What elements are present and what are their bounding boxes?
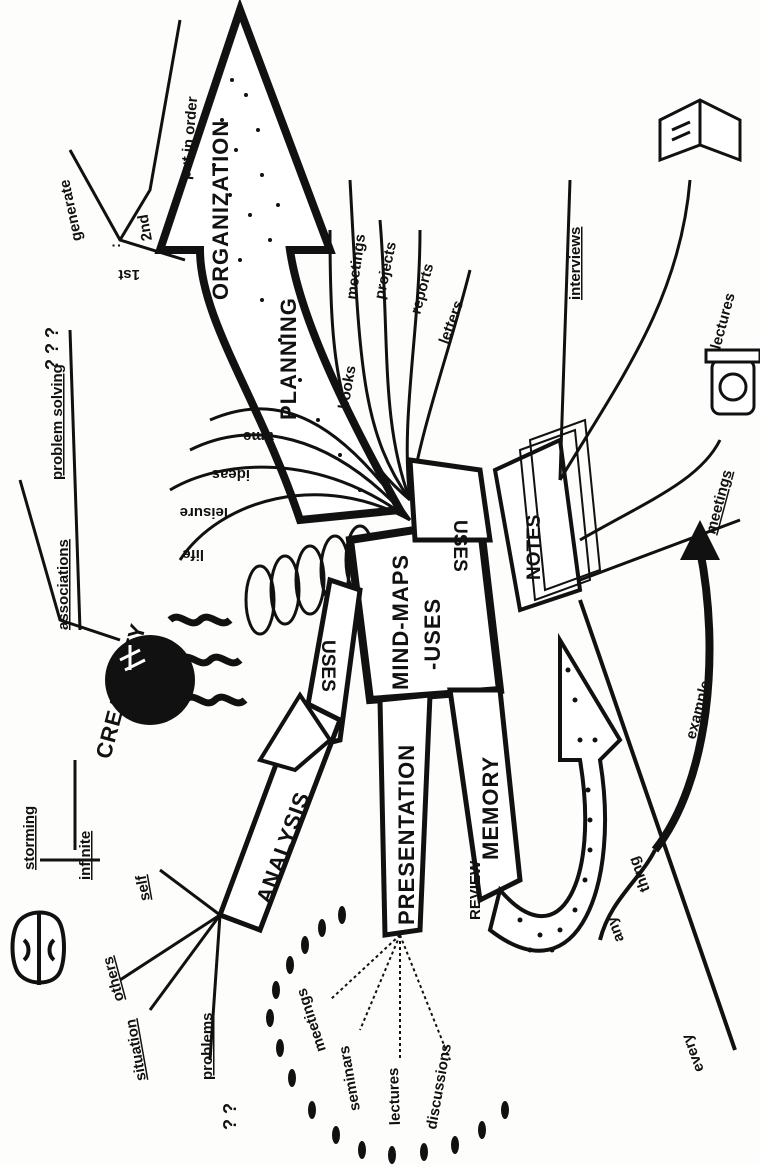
brain-icon	[13, 912, 65, 985]
colon-label: :	[107, 243, 124, 248]
every-label: every	[678, 1031, 708, 1074]
uses-item-time: time	[243, 428, 274, 445]
problems-label: problems	[199, 1012, 216, 1080]
crystal-ball-icon	[105, 635, 195, 725]
presentation-item-seminars: seminars	[336, 1044, 364, 1112]
associations-label: associations	[55, 539, 72, 630]
analysis-branch: ANALYSIS	[220, 695, 340, 930]
problem-solving-label: problem solving	[49, 364, 66, 480]
planning-item-meetings: meetings	[343, 233, 369, 301]
uses-item-ideas: ideas	[212, 466, 250, 483]
book-icon	[660, 100, 740, 160]
second-label: 2nd	[135, 213, 156, 242]
memory-label: MEMORY	[478, 756, 503, 860]
storming-label: storming	[21, 806, 38, 870]
creativity-questions-label: ? ? ?	[42, 327, 62, 370]
interviews-label: interviews	[567, 227, 584, 300]
presentation-label: PRESENTATION	[394, 744, 419, 925]
notes-lectures-label: lectures	[707, 291, 738, 351]
infinite-label: infinite	[77, 831, 94, 880]
presentation-subbranches	[330, 935, 450, 1060]
planning-item-reports: reports	[407, 262, 437, 316]
situation-label: situation	[122, 1018, 150, 1083]
memory-branch: MEMORY REVIEW	[450, 690, 520, 920]
notes-meetings-label: meetings	[702, 468, 735, 536]
self-label: self	[133, 873, 154, 902]
presentation-item-meetings: meetings	[293, 986, 330, 1054]
uses-top-label: USES	[449, 520, 470, 572]
uses-item-leisure: leisure	[180, 504, 228, 521]
planning-item-letters: letters	[436, 298, 467, 346]
organization-label: ORGANIZATION	[208, 120, 233, 300]
presentation-branch: PRESENTATION	[380, 695, 430, 935]
review-label: REVIEW	[467, 860, 484, 920]
generate-label: generate	[56, 178, 86, 243]
first-label: 1st	[118, 266, 140, 283]
presentation-item-discussions: discussions	[423, 1042, 455, 1130]
planning-item-projects: projects	[371, 240, 400, 301]
presentation-item-lectures: lectures	[385, 1067, 404, 1125]
analysis-questions-label: ? ?	[220, 1103, 240, 1130]
center-line2: -USES	[420, 598, 445, 670]
uses-left-label: USES	[317, 640, 338, 692]
center-line1: MIND-MAPS	[388, 554, 413, 690]
uses-item-life: life	[182, 546, 204, 563]
planning-label: PLANNING	[276, 297, 301, 420]
example-arrow: example	[655, 520, 720, 850]
central-node: MIND-MAPS -USES	[350, 520, 500, 700]
telephone-icon	[706, 350, 760, 414]
